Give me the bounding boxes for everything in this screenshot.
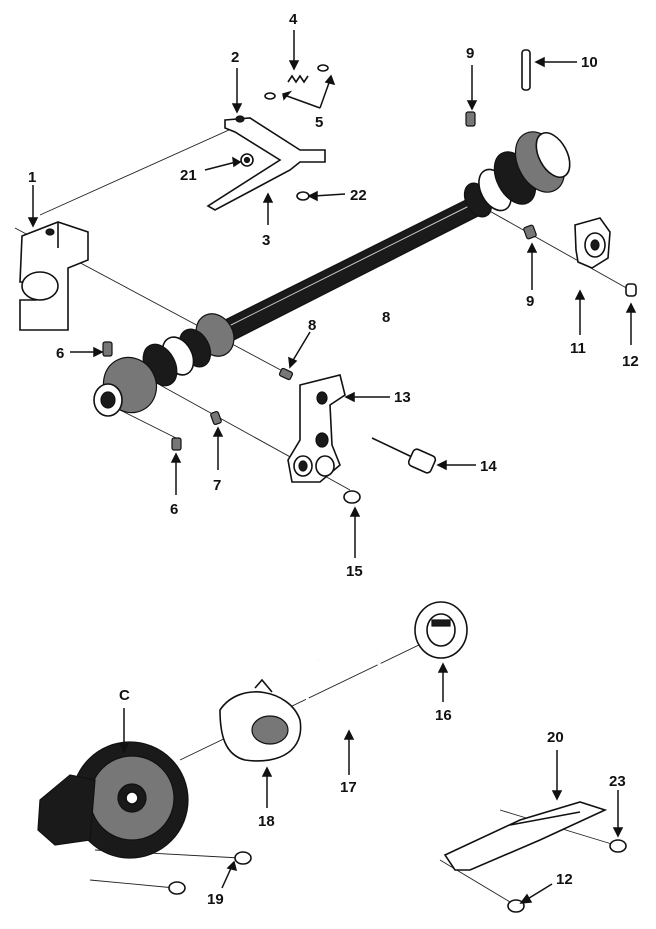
callout-2: 2	[231, 49, 239, 66]
callout-c: C	[119, 687, 130, 704]
callout-1: 1	[28, 169, 36, 186]
part-c-rotary-hook	[37, 741, 252, 895]
callout-8a: 8	[308, 317, 316, 334]
callout-5: 5	[315, 114, 323, 131]
callout-22: 22	[350, 187, 367, 204]
part-10-pin	[521, 49, 531, 91]
callout-12b: 12	[556, 871, 573, 888]
part-16-bobbin-case	[414, 601, 468, 659]
callout-arrows	[27, 30, 637, 904]
callout-15: 15	[346, 563, 363, 580]
part-17-split-ring	[304, 649, 381, 719]
callout-12a: 12	[622, 353, 639, 370]
callout-8b: 8	[382, 309, 390, 326]
callout-10: 10	[581, 54, 598, 71]
callout-19: 19	[207, 891, 224, 908]
callout-23: 23	[609, 773, 626, 790]
callout-11: 11	[570, 340, 586, 357]
callout-21: 21	[180, 167, 197, 184]
callout-18: 18	[258, 813, 275, 830]
part-3-lever-plate	[206, 115, 326, 211]
part-13-crank	[287, 374, 346, 483]
callout-9a: 9	[466, 45, 474, 62]
callout-labels: 1 2 3 4 5 6 6 7 8 8 9 9 10 11 12 12 13 1…	[28, 11, 639, 908]
callout-7: 7	[213, 477, 221, 494]
left-gear-assembly	[93, 313, 235, 417]
right-gear-assembly	[463, 131, 571, 218]
callout-13: 13	[394, 389, 411, 406]
callout-3: 3	[262, 232, 270, 249]
part-1-clamp-bracket	[19, 221, 89, 331]
part-11-bracket	[574, 217, 637, 297]
part-18-hook-shield	[219, 678, 302, 762]
callout-6b: 6	[170, 501, 178, 518]
set-screws	[102, 111, 537, 451]
main-shaft	[204, 197, 483, 349]
callout-20: 20	[547, 729, 564, 746]
callout-9b: 9	[526, 293, 534, 310]
callout-6a: 6	[56, 345, 64, 362]
callout-17: 17	[340, 779, 357, 796]
part-15-screw	[343, 490, 361, 504]
part-20-slide-plate	[443, 801, 627, 913]
part-14-shoulder-screw	[371, 437, 437, 474]
callout-16: 16	[435, 707, 452, 724]
callout-14: 14	[480, 458, 497, 475]
callout-4: 4	[289, 11, 298, 28]
part-4-5-spring-clips	[264, 64, 329, 100]
